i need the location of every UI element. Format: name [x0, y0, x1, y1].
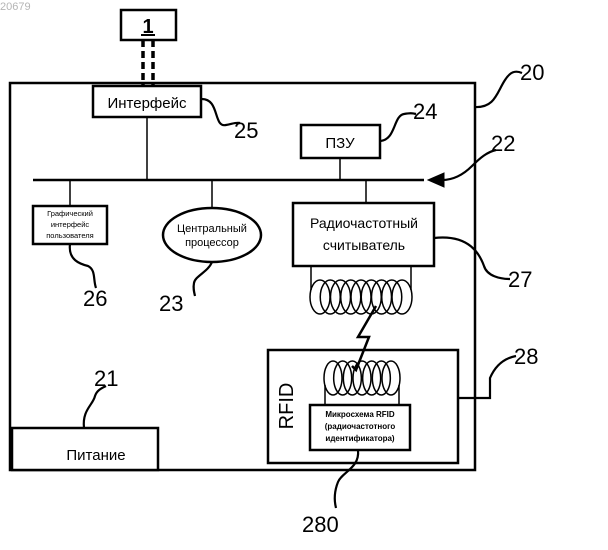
power-block: Питание [12, 428, 158, 470]
leader-housing [475, 72, 522, 107]
rom-block: ПЗУ [301, 125, 380, 158]
leader-bus [442, 150, 496, 180]
cpu-label-line2: процессор [185, 237, 239, 249]
refnum-power: 21 [94, 366, 118, 391]
cpu-label-line1: Центральный [177, 223, 247, 235]
power-label: Питание [66, 447, 125, 464]
refnum-bus: 22 [491, 131, 515, 156]
refnum-gui: 26 [83, 286, 107, 311]
gui-label-line2: интерфейс [51, 220, 90, 229]
interface-label: Интерфейс [107, 95, 187, 112]
rf-reader-block: Радиочастотный считыватель [293, 203, 434, 266]
watermark-text: 20679 [0, 1, 31, 13]
refnum-housing: 20 [520, 60, 544, 85]
rfid-chip-label-line1: Микросхема RFID [325, 410, 395, 419]
leader-rom [380, 113, 416, 141]
gui-label-line1: Графический [47, 209, 93, 218]
rfid-chip-label-line3: идентификатора) [325, 434, 395, 443]
cpu-ellipse [163, 208, 261, 262]
gui-block: Графический интерфейс пользователя [33, 206, 107, 244]
refnum-rom: 24 [413, 99, 437, 124]
refnum-rfid-chip: 280 [302, 512, 339, 537]
tag-antenna-coil [324, 361, 400, 405]
rfid-chip-label-line2: (радиочастотного [325, 422, 396, 431]
external-device-block: 1 [121, 10, 176, 40]
refnum-cpu: 23 [159, 291, 183, 316]
rom-label: ПЗУ [325, 135, 355, 152]
leader-rf-reader [434, 238, 510, 279]
rfid-tag-label: RFID [276, 383, 298, 430]
leader-rfid-chip [335, 450, 358, 508]
leader-power [84, 386, 106, 428]
rf-reader-label-line2: считыватель [323, 237, 405, 253]
interface-block: Интерфейс [93, 86, 201, 117]
tag-coil-loops [324, 361, 400, 395]
refnum-rfid-tag: 28 [514, 344, 538, 369]
rf-reader-label-line1: Радиочастотный [310, 215, 418, 231]
leader-rfid-tag [458, 356, 516, 398]
reader-coil-loops [310, 280, 412, 314]
leader-cpu [194, 262, 212, 296]
leader-gui [70, 244, 96, 288]
refnum-interface: 25 [234, 118, 258, 143]
refnum-rf-reader: 27 [508, 267, 532, 292]
rfid-chip-block: Микросхема RFID (радиочастотного идентиф… [310, 405, 410, 450]
reader-antenna-coil [310, 266, 412, 314]
gui-label-line3: пользователя [46, 231, 94, 240]
bus-arrow-icon [428, 173, 444, 187]
rf-reader-box [293, 203, 434, 266]
cpu-block: Центральный процессор [163, 208, 261, 262]
